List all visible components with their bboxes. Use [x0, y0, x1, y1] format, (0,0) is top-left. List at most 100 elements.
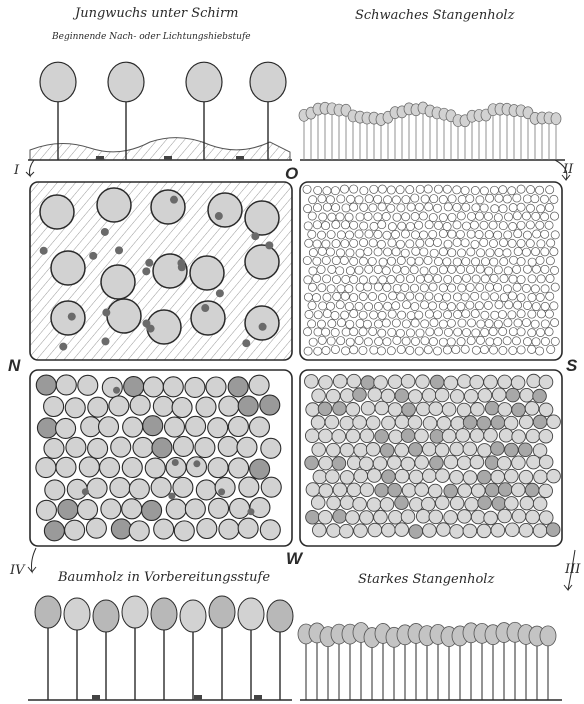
crown-crowded	[313, 470, 327, 484]
crown-crowded	[499, 429, 513, 443]
crown-crowded	[354, 469, 368, 483]
crown-small	[406, 292, 414, 300]
crown-crowded	[526, 429, 540, 443]
crown-medium	[260, 395, 280, 415]
crown-small	[429, 213, 437, 221]
crown-crowded	[450, 442, 464, 456]
crown-crowded	[319, 484, 333, 498]
crown-small	[517, 185, 525, 193]
crown-medium	[130, 395, 150, 415]
crown-crowded	[539, 511, 553, 525]
crown-crowded	[416, 509, 430, 523]
crown-small	[374, 195, 382, 203]
crown-crowded	[382, 470, 396, 484]
crown-small	[471, 310, 479, 318]
crown-small	[513, 212, 521, 220]
crown-crowded	[442, 429, 456, 443]
crown-crowded	[512, 403, 526, 417]
crown-small	[350, 185, 358, 193]
crown-crowded	[325, 415, 339, 429]
crown-small	[498, 310, 506, 318]
crown-crowded	[389, 510, 403, 524]
crown-medium	[58, 499, 78, 519]
crown-small	[382, 212, 390, 220]
crown-crowded	[463, 442, 477, 456]
crown-small	[303, 256, 311, 264]
crown-small	[430, 195, 438, 203]
crown-medium	[45, 480, 65, 500]
crown-small	[383, 196, 391, 204]
crown-small	[393, 265, 401, 273]
crown-small	[308, 301, 316, 309]
crown-small	[540, 195, 548, 203]
crown-crowded	[318, 402, 332, 416]
crown-small	[536, 328, 544, 336]
crown-medium	[65, 398, 85, 418]
crown-small	[377, 347, 385, 355]
crown-crowded	[505, 497, 519, 511]
crown-small	[426, 328, 434, 336]
crown-small	[504, 213, 512, 221]
topview-panel-jungwuchs	[30, 182, 292, 360]
crown-crowded	[305, 429, 319, 443]
crown-small	[350, 203, 358, 211]
crown-small	[550, 266, 558, 274]
crown-crowded	[539, 484, 553, 498]
crown-crowded	[368, 523, 382, 537]
crown-crowded	[408, 416, 422, 430]
crown-small	[341, 347, 349, 355]
crown-crowded	[485, 456, 499, 470]
crown-small	[430, 249, 438, 257]
crown-crowded	[478, 389, 492, 403]
crown-crowded	[505, 523, 519, 537]
crown-crowded	[430, 375, 444, 389]
crown-small	[370, 311, 378, 319]
crown-small	[461, 293, 469, 301]
crown-crowded	[458, 510, 472, 524]
young-tree	[40, 247, 48, 255]
crown-crowded	[327, 524, 341, 538]
crown-crowded	[416, 402, 430, 416]
tree-crown	[122, 596, 148, 628]
crown-small	[425, 310, 433, 318]
crown-small	[355, 230, 363, 238]
crown-small	[517, 294, 525, 302]
crown-small	[393, 336, 401, 344]
crown-small	[443, 311, 451, 319]
crown-small	[536, 221, 544, 229]
crown-small	[541, 230, 549, 238]
crown-small	[407, 311, 415, 319]
crown-small	[318, 284, 326, 292]
crown-small	[461, 186, 469, 194]
crown-small	[545, 203, 553, 211]
crown-small	[494, 214, 502, 222]
crown-small	[429, 230, 437, 238]
crown-small	[537, 240, 545, 248]
crown-crowded	[312, 443, 326, 457]
topview-panel-schwaches-stangenholz	[300, 182, 562, 360]
crown-small	[425, 203, 433, 211]
crown-small	[365, 195, 373, 203]
crown-crowded	[340, 496, 354, 510]
crown-small	[499, 222, 507, 230]
crown-small	[383, 283, 391, 291]
crown-crowded	[463, 416, 477, 430]
crown-small	[429, 283, 437, 291]
crown-small	[387, 347, 395, 355]
crown-medium	[206, 377, 226, 397]
crown-small	[475, 212, 483, 220]
crown-small	[327, 285, 335, 293]
crown-small	[416, 275, 424, 283]
stump-marker	[96, 156, 104, 160]
crown-medium	[218, 436, 238, 456]
crown-small	[461, 239, 469, 247]
crown-small	[466, 283, 474, 291]
crown-small	[495, 194, 503, 202]
crown-small	[359, 346, 367, 354]
crown-crowded	[416, 375, 430, 389]
crown-small	[350, 275, 358, 283]
crown-small	[550, 212, 558, 220]
crown-small	[317, 320, 325, 328]
crown-small	[313, 203, 321, 211]
profile-jungwuchs-unter-schirm	[28, 62, 292, 160]
